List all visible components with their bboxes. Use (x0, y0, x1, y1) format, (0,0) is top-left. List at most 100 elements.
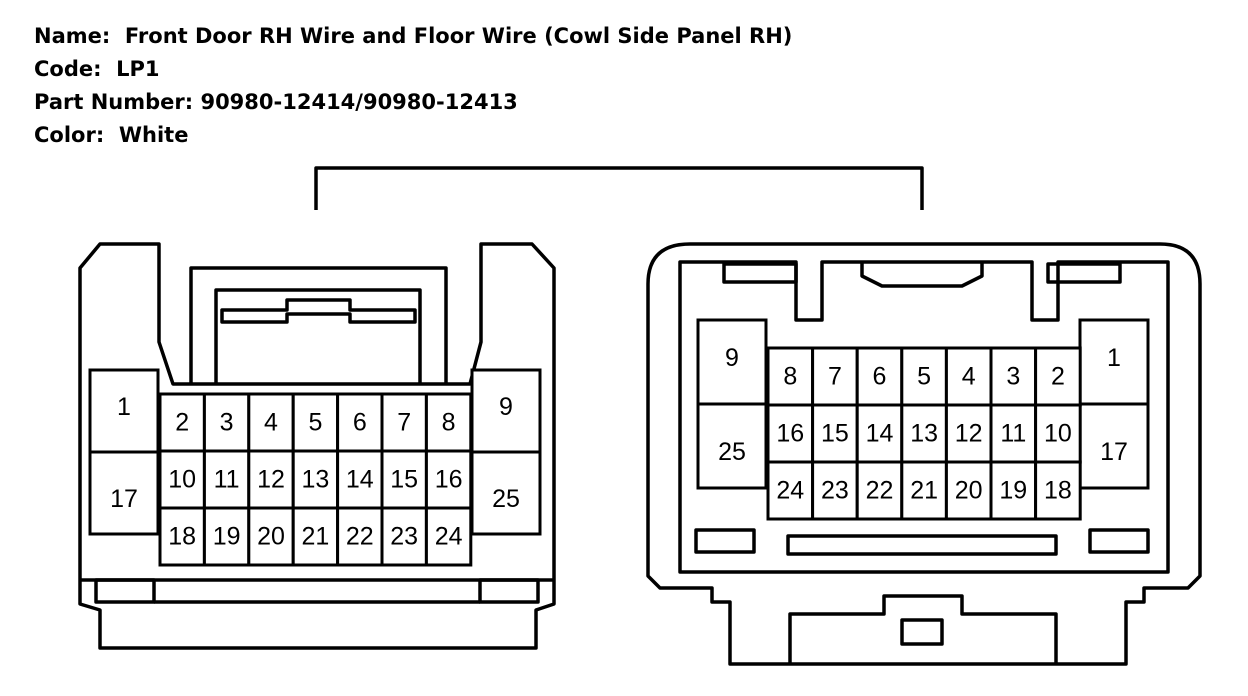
pin-cavity-18: 18 (1034, 460, 1082, 521)
pin-cavity-24: 24 (424, 506, 473, 567)
left-connector-lock-tab (220, 298, 417, 324)
pin-cavity-9: 9 (696, 318, 768, 406)
pin-number: 7 (397, 409, 411, 437)
right-lock-tab (788, 594, 1058, 664)
pin-cavity-box (247, 506, 295, 567)
pin-number: 4 (264, 409, 278, 437)
pin-cavity-box (470, 450, 542, 536)
pin-cavity-6: 6 (855, 346, 904, 407)
pin-cavity-box (1034, 403, 1082, 464)
pin-cavity-box (88, 450, 160, 536)
right-bottom-pad-right (1088, 528, 1150, 554)
pin-cavity-7: 7 (811, 346, 859, 407)
left-connector-latch-inner (214, 288, 422, 384)
pin-cavity-17: 17 (88, 450, 160, 536)
pin-cavity-8: 8 (424, 392, 473, 453)
pin-number: 19 (213, 523, 241, 551)
pin-cavity-10: 10 (1034, 403, 1082, 464)
pin-cavity-box (900, 460, 948, 521)
pin-cavity-21: 21 (900, 460, 948, 521)
pin-cavity-21: 21 (291, 506, 340, 567)
pin-cavity-8: 8 (766, 346, 815, 407)
part-number: 90980-12414/90980-12413 (200, 90, 518, 114)
pin-number: 18 (168, 523, 196, 551)
pin-number: 8 (442, 409, 456, 437)
pin-cavity-18: 18 (158, 506, 206, 567)
pin-number: 8 (783, 363, 797, 391)
pin-cavity-box (696, 318, 768, 406)
pin-number: 23 (821, 477, 849, 505)
pin-cavity-19: 19 (202, 506, 251, 567)
pin-number: 25 (718, 438, 746, 466)
pin-number: 9 (725, 344, 739, 372)
code-line: Code: LP1 (34, 53, 792, 86)
pin-cavity-box (696, 402, 768, 490)
right-slot-right (1046, 262, 1122, 284)
pin-number: 24 (776, 477, 804, 505)
right-bottom-slot (786, 534, 1058, 556)
pin-cavity-23: 23 (811, 460, 859, 521)
pin-number: 3 (220, 409, 234, 437)
name-label: Name: (34, 24, 111, 48)
pin-number: 14 (866, 420, 894, 448)
pin-cavity-box (291, 392, 340, 453)
right-top-notch (860, 262, 984, 288)
name-line: Name: Front Door RH Wire and Floor Wire … (34, 20, 792, 53)
left-connector-latch (189, 266, 448, 384)
pin-number: 1 (117, 393, 131, 421)
pin-number: 11 (214, 466, 240, 494)
pin-cavity-box (424, 392, 473, 453)
pin-cavity-box (989, 460, 1038, 521)
pin-cavity-box (811, 460, 859, 521)
pin-cavity-3: 3 (989, 346, 1038, 407)
pin-cavity-box (1078, 402, 1150, 490)
part-number-line: Part Number: 90980-12414/90980-12413 (34, 86, 792, 119)
pin-number: 15 (821, 420, 849, 448)
pin-number: 22 (866, 477, 894, 505)
connector-code: LP1 (116, 57, 160, 81)
pin-cavity-23: 23 (380, 506, 428, 567)
pin-cavity-box (247, 392, 295, 453)
pin-number: 6 (873, 363, 887, 391)
view-bracket (314, 166, 924, 210)
pin-number: 5 (308, 409, 322, 437)
pin-cavity-1: 1 (1078, 318, 1150, 406)
left-connector-foot-left (94, 578, 156, 604)
pin-cavity-20: 20 (247, 506, 295, 567)
pin-cavity-25: 25 (470, 450, 542, 536)
pin-number: 17 (110, 485, 138, 513)
pin-cavity-6: 6 (336, 392, 384, 453)
pin-number: 1 (1107, 344, 1121, 372)
pin-number: 2 (175, 409, 189, 437)
connector-name: Front Door RH Wire and Floor Wire (Cowl … (124, 24, 793, 48)
pin-cavity-box (1034, 346, 1082, 407)
connector-header: Name: Front Door RH Wire and Floor Wire … (34, 20, 792, 152)
pin-cavity-4: 4 (944, 346, 993, 407)
pin-cavity-box (158, 506, 206, 567)
pin-cavity-25: 25 (696, 402, 768, 490)
connector-color: White (118, 123, 189, 147)
part-number-label: Part Number: (34, 90, 194, 114)
pin-cavity-19: 19 (989, 460, 1038, 521)
pin-number: 2 (1051, 363, 1065, 391)
pin-number: 7 (828, 363, 842, 391)
pin-cavity-17: 17 (1078, 402, 1150, 490)
pin-cavity-2: 2 (158, 392, 206, 453)
pin-number: 17 (1100, 438, 1128, 466)
pin-cavity-11: 11 (202, 449, 251, 510)
pin-cavity-box (202, 449, 251, 510)
pin-number: 13 (910, 420, 938, 448)
right-connector-inner-frame (678, 260, 1170, 574)
pin-cavity-10: 10 (158, 449, 206, 510)
pin-number: 10 (168, 466, 196, 494)
pin-number: 23 (390, 523, 418, 551)
pin-cavity-box (855, 403, 904, 464)
left-connector-foot-right (478, 578, 540, 604)
pin-cavity-box (855, 460, 904, 521)
pin-number: 3 (1006, 363, 1020, 391)
pin-cavity-16: 16 (424, 449, 473, 510)
pin-number: 11 (1000, 420, 1026, 448)
